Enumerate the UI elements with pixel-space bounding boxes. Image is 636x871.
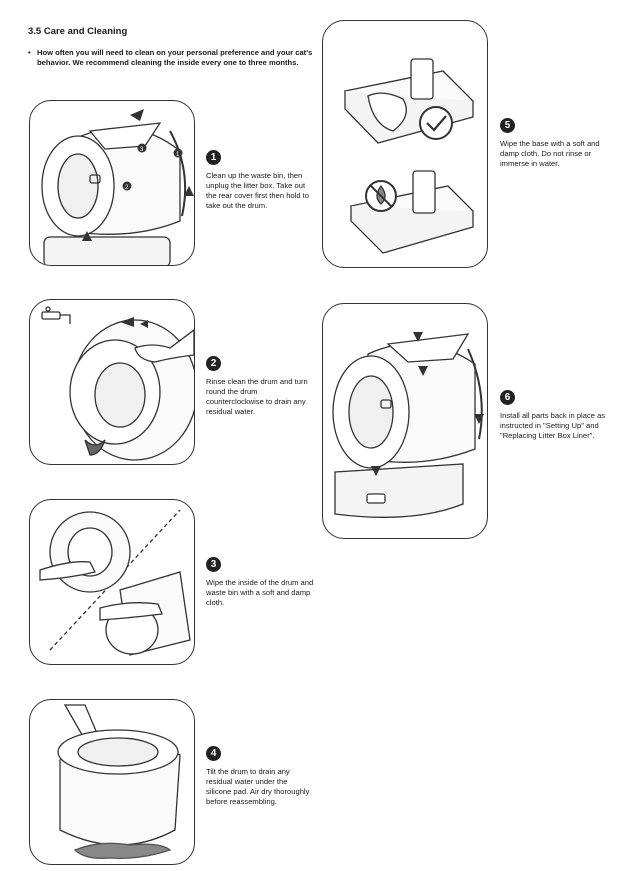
arrow-icon <box>418 366 428 376</box>
hand-icon <box>99 602 163 621</box>
hand-icon <box>367 92 407 132</box>
step-number-badge: 5 <box>500 118 515 133</box>
arrow-icon <box>82 231 92 241</box>
step-text: Install all parts back in place as instr… <box>500 411 606 440</box>
step-6: 6 Install all parts back in place as ins… <box>500 390 610 441</box>
arrow-icon <box>120 317 134 327</box>
step3-illustration <box>29 499 195 665</box>
arrow-icon <box>474 414 484 424</box>
step-text: Rinse clean the drum and turn round the … <box>206 377 308 416</box>
water-drop-icon <box>73 842 172 859</box>
step-1: 1 Clean up the waste bin, then unplug th… <box>206 150 314 211</box>
arrow-icon <box>184 186 194 196</box>
check-icon <box>419 106 453 140</box>
step-number-badge: 2 <box>206 356 221 371</box>
step-5: 5 Wipe the base with a soft and damp clo… <box>500 118 610 169</box>
arrow-icon <box>130 109 144 121</box>
step-number-badge: 1 <box>206 150 221 165</box>
step-text: Tilt the drum to drain any residual wate… <box>206 767 310 806</box>
illustration-label-2: 2 <box>125 185 129 191</box>
arrow-icon <box>413 332 423 342</box>
step-2: 2 Rinse clean the drum and turn round th… <box>206 356 314 417</box>
bullet-dot: • <box>28 48 31 57</box>
step-text: Wipe the base with a soft and damp cloth… <box>500 139 600 168</box>
step-text: Clean up the waste bin, then unplug the … <box>206 171 309 210</box>
hand-icon <box>39 561 96 581</box>
step-text: Wipe the inside of the drum and waste bi… <box>206 578 314 607</box>
illustration-label-1: 1 <box>176 152 180 158</box>
intro-text: How often you will need to clean on your… <box>37 48 313 67</box>
step1-illustration: 2 3 1 <box>29 100 195 266</box>
arrow-icon <box>371 466 381 476</box>
section-title: 3.5 Care and Cleaning <box>28 26 128 37</box>
water-drop-icon <box>84 439 106 456</box>
hand-icon <box>134 329 194 363</box>
step-3: 3 Wipe the inside of the drum and waste … <box>206 557 314 608</box>
step6-illustration <box>322 303 488 539</box>
intro-bullet: • How often you will need to clean on yo… <box>28 48 322 68</box>
step-number-badge: 6 <box>500 390 515 405</box>
step2-illustration <box>29 299 195 465</box>
step-number-badge: 4 <box>206 746 221 761</box>
faucet-icon <box>41 306 71 324</box>
arrow-icon <box>140 320 148 328</box>
step-number-badge: 3 <box>206 557 221 572</box>
step4-illustration <box>29 699 195 865</box>
step5-illustration <box>322 20 488 268</box>
step-4: 4 Tilt the drum to drain any residual wa… <box>206 746 314 807</box>
illustration-label-3: 3 <box>140 147 144 153</box>
